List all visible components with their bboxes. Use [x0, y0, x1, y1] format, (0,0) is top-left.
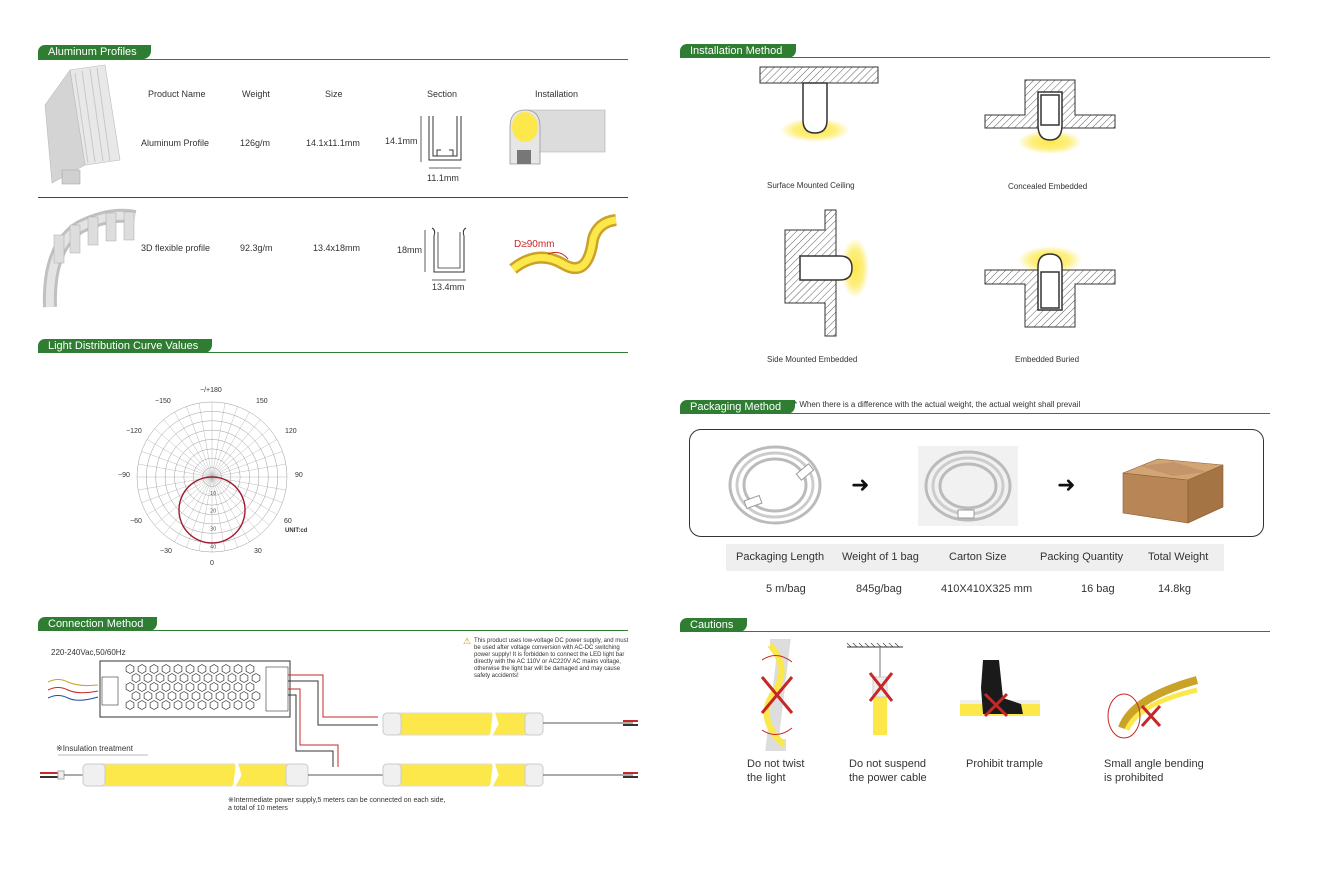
install-side-mounted	[784, 209, 869, 337]
insulation-label: ※Insulation treatment	[56, 744, 133, 753]
arrow-icon: ➜	[1057, 472, 1076, 497]
polar-chart: 10 20 30 40	[136, 401, 288, 553]
bend-warning-image	[1107, 676, 1199, 739]
caution-2-line1: Do not suspend	[849, 758, 927, 770]
light-distribution-curve	[178, 476, 246, 544]
twist-warning-image	[760, 639, 794, 751]
polar-label-top: −/+180	[200, 387, 222, 394]
pack-header-weight: Weight of 1 bag	[842, 551, 919, 563]
polar-label-mr: 90	[295, 472, 303, 479]
row2-size: 13.4x18mm	[313, 243, 361, 253]
caution-2-line2: the power cable	[849, 772, 927, 784]
section-title-cautions: Cautions	[680, 618, 748, 632]
note-line-2: a total of 10 meters	[228, 805, 288, 812]
warning-icon: ⚠	[463, 636, 472, 646]
polar-ring-value: 30	[210, 526, 216, 532]
section-title-connection: Connection Method	[38, 617, 158, 631]
pack-value-weight: 845g/bag	[856, 583, 902, 595]
table-divider	[38, 197, 628, 198]
coil-image-1	[728, 445, 822, 525]
row1-dim-horizontal: 11.1mm	[427, 173, 459, 183]
polar-label-tl: −150	[155, 398, 171, 405]
warning-text: This product uses low-voltage DC power s…	[474, 638, 629, 679]
row2-section-drawing	[424, 227, 467, 281]
pack-header-carton: Carton Size	[949, 551, 1007, 563]
section-title-light: Light Distribution Curve Values	[38, 339, 213, 353]
row2-bend-radius: D≥90mm	[514, 239, 555, 250]
section-rule	[680, 57, 1270, 58]
col-header-size: Size	[325, 89, 343, 99]
caution-3-line1: Prohibit trample	[966, 758, 1044, 770]
section-rule	[38, 59, 628, 60]
install-label-2: Concealed Embedded	[1008, 182, 1088, 191]
install-label-4: Embedded Buried	[1015, 355, 1080, 364]
row2-installation-image	[509, 214, 617, 275]
row2-weight: 92.3g/m	[240, 243, 273, 253]
section-rule	[38, 630, 628, 631]
install-concealed	[984, 79, 1116, 154]
pack-value-length: 5 m/bag	[766, 583, 806, 595]
polar-label-ll: −60	[130, 518, 142, 525]
caution-4-line2: is prohibited	[1104, 772, 1164, 784]
pack-header-quantity: Packing Quantity	[1040, 551, 1124, 563]
row2-name: 3D flexible profile	[141, 243, 211, 253]
install-label-3: Side Mounted Embedded	[767, 355, 858, 364]
section-title-aluminum: Aluminum Profiles	[38, 45, 151, 59]
pack-header-length: Packaging Length	[736, 551, 825, 563]
section-rule	[38, 352, 628, 353]
note-line-1: ※Intermediate power supply,5 meters can …	[228, 797, 446, 804]
caution-1-line1: Do not twist	[747, 758, 805, 770]
row1-section-drawing	[420, 116, 462, 169]
row1-size: 14.1x11.1mm	[306, 138, 360, 148]
arrow-icon: ➜	[851, 472, 870, 497]
section-rule	[680, 413, 1270, 414]
flexible-profile-image	[42, 208, 137, 308]
polar-ring-value: 20	[210, 509, 216, 515]
polar-unit: UNIT:cd	[285, 528, 308, 534]
col-header-weight: Weight	[242, 89, 270, 99]
row2-dim-horizontal: 13.4mm	[432, 282, 465, 292]
polar-label-tr: 150	[256, 398, 268, 405]
col-header-installation: Installation	[535, 89, 579, 99]
carton-box-image	[1122, 458, 1224, 524]
polar-label-ur: 120	[285, 428, 297, 435]
input-voltage: 220-240Vac,50/60Hz	[51, 648, 126, 657]
polar-label-br: 30	[254, 548, 262, 555]
install-embedded-buried	[984, 246, 1116, 328]
section-rule	[680, 631, 1270, 632]
pack-value-carton: 410X410X325 mm	[941, 583, 1033, 595]
row1-installation-image	[509, 109, 606, 165]
caution-4-line1: Small angle bending	[1104, 758, 1204, 770]
wiring-diagram	[40, 660, 638, 789]
section-title-installation: Installation Method	[680, 44, 797, 58]
coil-image-2	[924, 450, 1012, 522]
polar-label-ul: −120	[126, 428, 142, 435]
row1-name: Aluminum Profile	[141, 138, 210, 148]
polar-ring-value: 10	[210, 491, 216, 497]
pack-header-total: Total Weight	[1148, 551, 1209, 563]
polar-label-bl: −30	[160, 548, 172, 555]
trample-warning-image	[960, 660, 1040, 718]
col-header-section: Section	[427, 89, 458, 99]
packaging-note: * When there is a difference with the ac…	[794, 400, 1081, 409]
polar-ring-value: 40	[210, 544, 216, 550]
polar-label-ml: −90	[118, 472, 130, 479]
row1-dim-vertical: 14.1mm	[385, 136, 418, 146]
packaging-header-bg	[726, 544, 1224, 571]
install-label-1: Surface Mounted Ceiling	[767, 181, 855, 190]
aluminum-profile-image	[44, 64, 121, 185]
polar-label-bottom: 0	[210, 560, 214, 567]
pack-value-quantity: 16 bag	[1081, 583, 1115, 595]
polar-label-lr: 60	[284, 518, 292, 525]
section-title-packaging: Packaging Method	[680, 400, 796, 414]
row1-weight: 126g/m	[240, 138, 271, 148]
pack-value-total: 14.8kg	[1158, 583, 1192, 595]
install-surface-ceiling	[759, 66, 879, 142]
caution-1-line2: the light	[747, 772, 786, 784]
row2-dim-vertical: 18mm	[397, 245, 423, 255]
col-header-product: Product Name	[148, 89, 206, 99]
suspend-warning-image	[846, 642, 903, 735]
packaging-panel	[689, 429, 1264, 537]
